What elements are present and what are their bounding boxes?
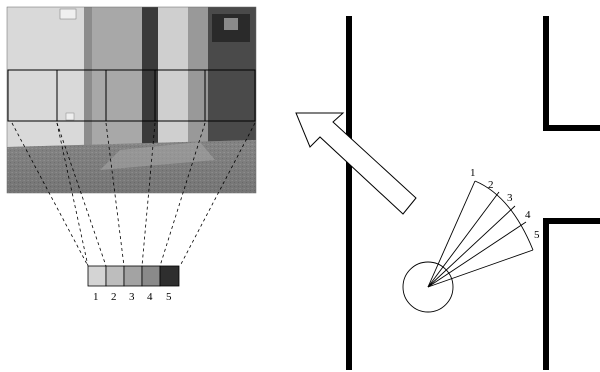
motion-direction-arrow	[296, 113, 416, 214]
fan-label-5: 5	[534, 229, 540, 241]
robot: 1 2 3 4 5	[403, 167, 540, 312]
intensity-cell-2	[106, 266, 124, 286]
fan-label-2: 2	[488, 179, 494, 191]
intensity-cell-3	[124, 266, 142, 286]
photo-dark-doorway	[142, 7, 158, 147]
left-corridor-wall	[346, 16, 352, 370]
photo-poster-figure	[224, 18, 238, 30]
intensity-cell-4	[142, 266, 160, 286]
photo-wall-sign	[60, 9, 76, 19]
sensor-beam-3	[428, 206, 515, 287]
photo-door	[92, 7, 142, 147]
right-wall-upper	[543, 16, 549, 131]
fan-label-3: 3	[507, 192, 513, 204]
photo-left-wall	[7, 7, 85, 147]
fan-label-4: 4	[525, 209, 531, 221]
photo-door-frame	[84, 7, 92, 147]
camera-image	[7, 7, 256, 193]
bar-label-5: 5	[166, 291, 172, 303]
right-wall-lower	[543, 218, 549, 370]
bar-label-1: 1	[93, 291, 99, 303]
fan-label-1: 1	[470, 167, 476, 179]
intensity-bar: 1 2 3 4 5	[88, 266, 179, 303]
photo-wall-socket	[66, 113, 74, 120]
right-wall-upper-corner	[543, 125, 600, 131]
intensity-cell-1	[88, 266, 106, 286]
intensity-cell-5	[160, 266, 179, 286]
photo-corridor-light	[158, 7, 188, 147]
bar-label-2: 2	[111, 291, 117, 303]
right-wall-lower-corner	[543, 218, 600, 224]
bar-label-3: 3	[129, 291, 135, 303]
bar-label-4: 4	[147, 291, 153, 303]
